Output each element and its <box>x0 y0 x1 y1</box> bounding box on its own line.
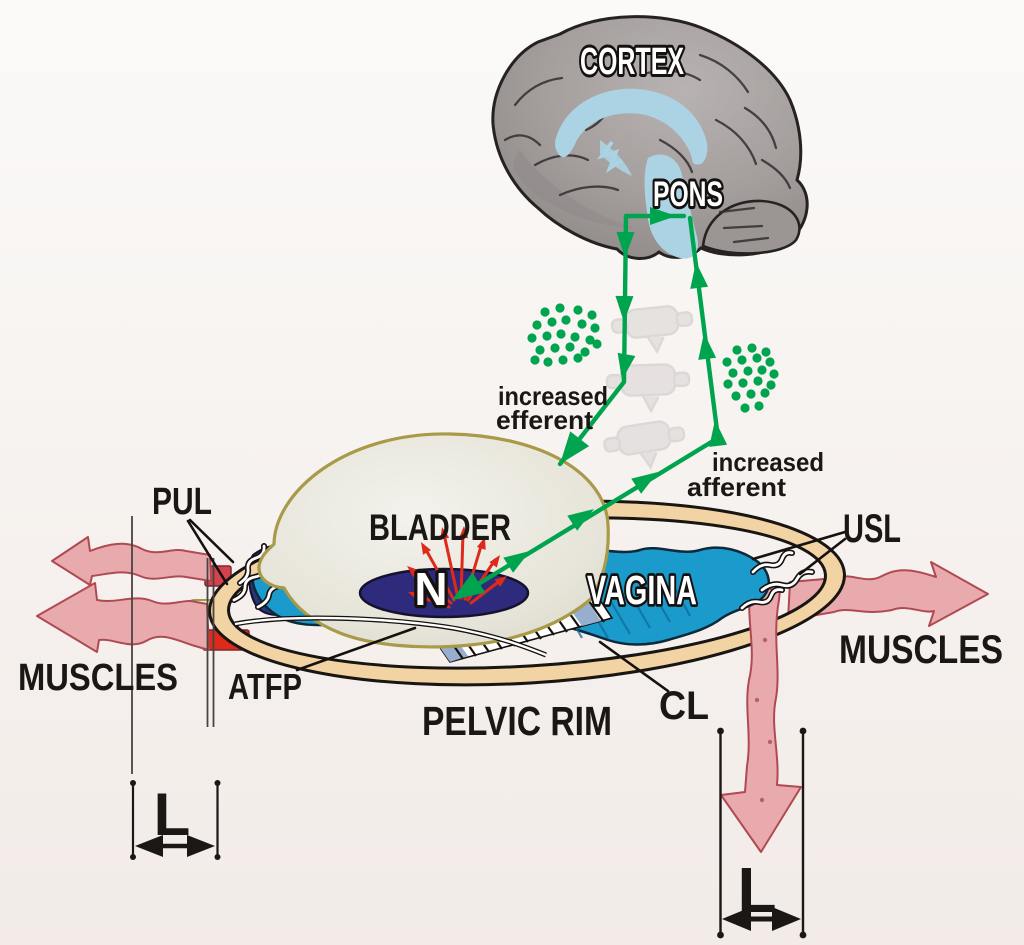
usl-label: USL <box>843 507 901 551</box>
atfp-line <box>234 615 547 658</box>
red-arrow-fan <box>404 525 510 609</box>
usl-pointer <box>751 530 847 576</box>
pul-pointer <box>186 518 235 586</box>
cl-label: CL <box>659 684 709 728</box>
brain-shadow <box>513 150 635 228</box>
green-dots-right <box>722 343 779 413</box>
afferent-label-line1: increased <box>712 447 824 477</box>
measurement-right: L <box>717 727 807 939</box>
green-dots-left <box>527 303 602 367</box>
bladder-label: BLADDER <box>369 507 511 548</box>
efferent-path <box>557 213 629 467</box>
l-right-label: L <box>737 854 776 926</box>
cortex-label: CORTEX <box>580 41 684 83</box>
vagina-label: VAGINA <box>587 567 697 613</box>
atfp-pointer <box>295 626 417 672</box>
spine <box>603 305 694 470</box>
muscles-right-label: MUSCLES <box>839 628 1003 672</box>
l-left-label: L <box>154 781 191 848</box>
atfp-label: ATFP <box>228 666 302 707</box>
pelvic-rim-label: PELVIC RIM <box>422 698 612 744</box>
muscle-arrow-down <box>720 586 802 853</box>
n-label: N <box>414 563 447 615</box>
brain <box>491 15 809 260</box>
afferent-label-line2: afferent <box>687 472 786 502</box>
pul-label: PUL <box>152 481 212 523</box>
resting-position-lines <box>131 516 215 774</box>
cl-pointer <box>598 640 670 693</box>
brain-gyri <box>503 46 792 244</box>
neural-pathway <box>445 207 728 611</box>
efferent-label-line1: increased <box>498 381 608 411</box>
measurement-left: L <box>130 780 221 860</box>
efferent-label-line2: efferent <box>496 405 593 435</box>
label-layer: CORTEX PONS increased efferent increased… <box>18 38 1003 744</box>
muscles-left-label: MUSCLES <box>18 657 178 699</box>
pons-label: PONS <box>653 175 723 214</box>
corpus-callosum <box>555 88 708 259</box>
